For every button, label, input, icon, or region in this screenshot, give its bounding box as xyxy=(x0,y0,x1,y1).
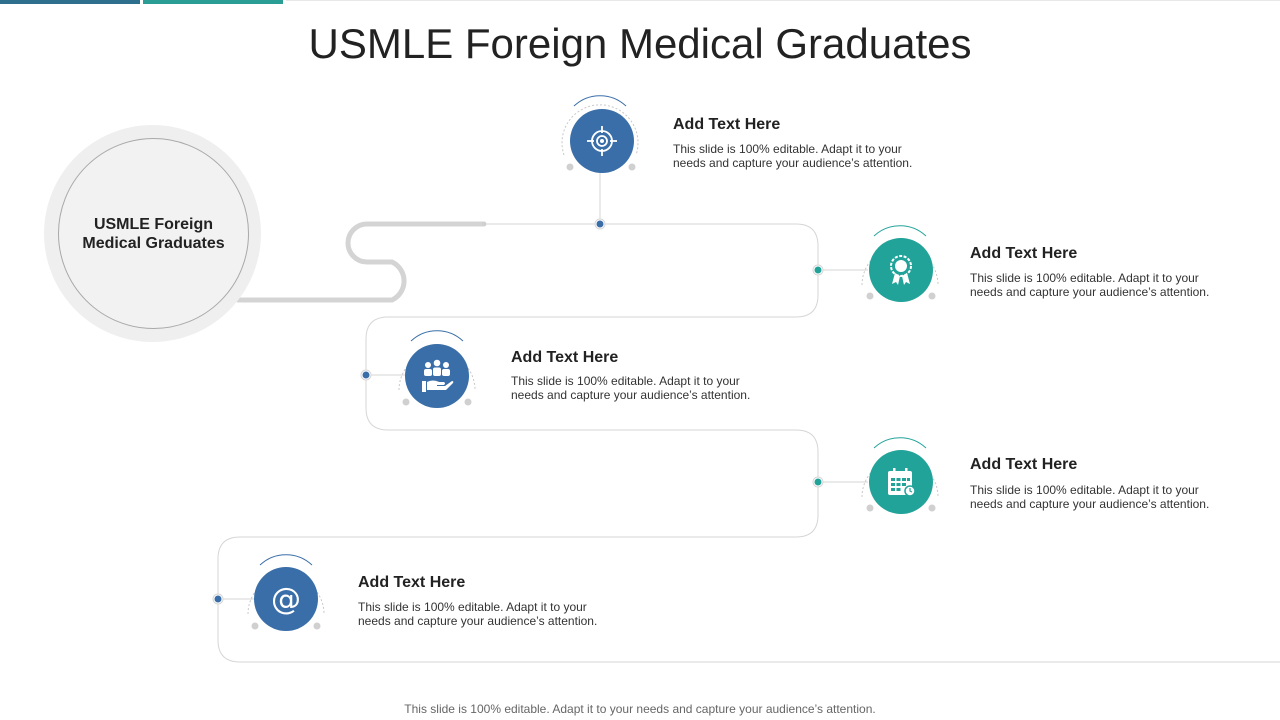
item-5-icon-circle: @ xyxy=(254,567,318,631)
svg-text:@: @ xyxy=(271,582,301,617)
top-accent-bar-line xyxy=(286,0,1280,1)
at-sign-icon: @ xyxy=(271,582,301,617)
item-5-description: This slide is 100% editable. Adapt it to… xyxy=(358,600,598,628)
slide-title: USMLE Foreign Medical Graduates xyxy=(308,20,972,67)
calendar-icon xyxy=(888,468,916,497)
item-4-icon-circle xyxy=(869,450,933,514)
target-icon xyxy=(587,126,617,156)
item-4-title: Add Text Here xyxy=(970,456,1078,473)
item-1-icon-circle xyxy=(570,109,634,173)
top-accent-bar-blue xyxy=(0,0,140,4)
item-2-title: Add Text Here xyxy=(970,245,1078,262)
item-1-title: Add Text Here xyxy=(673,116,781,133)
people-hand-icon xyxy=(422,359,454,392)
footer-note: This slide is 100% editable. Adapt it to… xyxy=(404,702,876,716)
award-ribbon-icon xyxy=(890,255,912,285)
hub-label: USMLE Foreign Medical Graduates xyxy=(82,215,225,252)
item-3-description: This slide is 100% editable. Adapt it to… xyxy=(511,374,751,402)
hub-circle: USMLE Foreign Medical Graduates xyxy=(58,138,249,329)
item-2-description: This slide is 100% editable. Adapt it to… xyxy=(970,271,1210,299)
item-1-description: This slide is 100% editable. Adapt it to… xyxy=(673,142,913,170)
item-3-title: Add Text Here xyxy=(511,349,619,366)
item-4-description: This slide is 100% editable. Adapt it to… xyxy=(970,483,1210,511)
item-2-icon-circle xyxy=(869,238,933,302)
top-accent-bar-teal xyxy=(143,0,283,4)
item-3-icon-circle xyxy=(405,344,469,408)
item-5-title: Add Text Here xyxy=(358,574,466,591)
